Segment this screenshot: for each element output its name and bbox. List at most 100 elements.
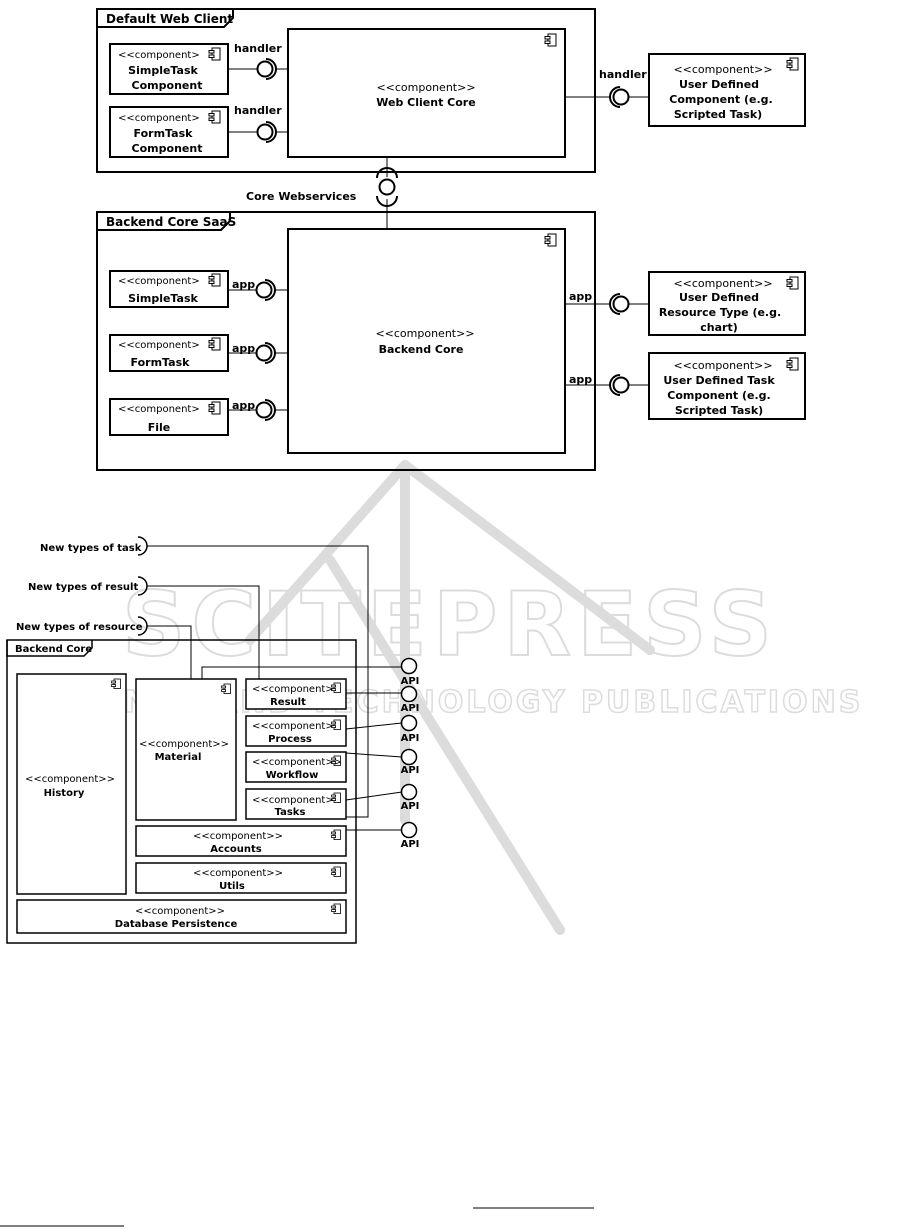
database-persistence-box: <<component>> Database Persistence bbox=[16, 899, 347, 934]
material-label: Material bbox=[155, 752, 202, 763]
user-defined-task-line3: Scripted Task) bbox=[675, 404, 763, 417]
stereotype-label: <<component>> bbox=[139, 739, 229, 750]
stereotype-label: <<component>> bbox=[375, 327, 474, 340]
app-interface-1 bbox=[228, 279, 288, 301]
user-defined-component-line2: Component (e.g. bbox=[669, 93, 772, 106]
web-client-core-label: Web Client Core bbox=[376, 96, 475, 109]
backend-core-saas-frame: Backend Core SaaS bbox=[96, 211, 596, 471]
api-label-1: API bbox=[401, 676, 420, 687]
user-defined-task-box: <<component>> User Defined Task Componen… bbox=[648, 352, 806, 420]
handler-label-1: handler bbox=[234, 42, 282, 55]
stereotype-label: <<component>> bbox=[673, 277, 772, 290]
stereotype-label: <<component> bbox=[118, 340, 200, 351]
default-web-client-frame: Default Web Client bbox=[96, 8, 596, 173]
user-defined-component-line3: Scripted Task) bbox=[674, 108, 762, 121]
app-label-right-2: app bbox=[569, 373, 592, 386]
stereotype-label: <<component>> bbox=[252, 757, 342, 768]
formtask-component-box: <<component> FormTask Component bbox=[109, 106, 229, 158]
accounts-box: <<component>> Accounts bbox=[135, 825, 347, 857]
material-box: <<component>> Material bbox=[135, 678, 237, 821]
api-label-6: API bbox=[401, 839, 420, 850]
utils-box: <<component>> Utils bbox=[135, 862, 347, 894]
process-label: Process bbox=[268, 734, 312, 745]
accounts-label: Accounts bbox=[210, 844, 261, 855]
handler-interface-right bbox=[565, 86, 649, 108]
stereotype-label: <<component> bbox=[252, 684, 334, 695]
user-defined-component-line1: User Defined bbox=[679, 78, 759, 91]
user-defined-resource-line3: chart) bbox=[700, 321, 738, 334]
stereotype-label: <<component> bbox=[118, 50, 200, 61]
stereotype-label: <<component> bbox=[118, 113, 200, 124]
formtask-label: FormTask bbox=[131, 356, 191, 369]
formtask-box: <<component> FormTask bbox=[109, 334, 229, 372]
simpletask-label: SimpleTask bbox=[128, 292, 198, 305]
user-defined-component-box: <<component>> User Defined Component (e.… bbox=[648, 53, 806, 127]
stereotype-label: <<component>> bbox=[25, 774, 115, 785]
backend-core-label: Backend Core bbox=[379, 343, 464, 356]
web-client-core-box: <<component>> Web Client Core bbox=[287, 28, 566, 158]
user-defined-resource-line1: User Defined bbox=[679, 291, 759, 304]
stereotype-label: <<component> bbox=[118, 276, 200, 287]
handler-label-2: handler bbox=[234, 104, 282, 117]
new-types-result-interface bbox=[137, 576, 260, 679]
utils-label: Utils bbox=[219, 881, 245, 892]
formtask-component-line1: FormTask bbox=[134, 127, 194, 140]
history-label: History bbox=[44, 788, 85, 799]
app-label-3: app bbox=[232, 399, 255, 412]
file-label: File bbox=[148, 421, 171, 434]
watermark-main-text: SCITEPRESS bbox=[122, 573, 778, 676]
file-box: <<component> File bbox=[109, 398, 229, 436]
api-label-2: API bbox=[401, 703, 420, 714]
api-label-3: API bbox=[401, 733, 420, 744]
stereotype-label: <<component> bbox=[252, 795, 334, 806]
stereotype-label: <<component> bbox=[252, 721, 334, 732]
backend-core-box: <<component>> Backend Core bbox=[287, 228, 566, 454]
new-types-result-label: New types of result bbox=[28, 582, 138, 593]
tasks-box: <<component> Tasks bbox=[245, 788, 347, 820]
backend-saas-frame-title: Backend Core SaaS bbox=[106, 215, 236, 229]
stereotype-label: <<component>> bbox=[193, 868, 283, 879]
user-defined-resource-box: <<component>> User Defined Resource Type… bbox=[648, 271, 806, 336]
backend-core-frame-title: Backend Core bbox=[15, 644, 92, 655]
stereotype-label: <<component>> bbox=[193, 831, 283, 842]
stereotype-label: <<component> bbox=[118, 404, 200, 415]
handler-interface-2 bbox=[228, 121, 288, 143]
stereotype-label: <<component>> bbox=[376, 81, 475, 94]
stereotype-label: <<component>> bbox=[673, 63, 772, 76]
formtask-component-line2: Component bbox=[132, 142, 203, 155]
new-types-resource-label: New types of resource bbox=[16, 622, 143, 633]
simpletask-component-line2: Component bbox=[132, 79, 203, 92]
stereotype-label: <<component>> bbox=[673, 359, 772, 372]
core-webservices-interface bbox=[376, 157, 398, 229]
stereotype-label: <<component>> bbox=[135, 906, 225, 917]
api-label-5: API bbox=[401, 801, 420, 812]
user-defined-task-line1: User Defined Task bbox=[663, 374, 775, 387]
web-client-frame-title: Default Web Client bbox=[106, 12, 233, 26]
core-webservices-label: Core Webservices bbox=[246, 190, 357, 203]
database-persistence-label: Database Persistence bbox=[115, 919, 238, 930]
result-box: <<component> Result bbox=[245, 678, 347, 710]
app-interface-right-2 bbox=[565, 374, 649, 396]
user-defined-task-line2: Component (e.g. bbox=[667, 389, 770, 402]
simpletask-component-line1: SimpleTask bbox=[128, 64, 198, 77]
simpletask-box: <<component> SimpleTask bbox=[109, 270, 229, 308]
api-label-4: API bbox=[401, 765, 420, 776]
app-interface-right-1 bbox=[565, 293, 649, 315]
simpletask-component-box: <<component> SimpleTask Component bbox=[109, 43, 229, 95]
backend-core-frame: Backend Core bbox=[6, 639, 357, 944]
new-types-task-label: New types of task bbox=[40, 543, 142, 554]
app-interface-2 bbox=[228, 342, 288, 364]
workflow-box: <<component>> Workflow bbox=[245, 751, 347, 783]
app-label-1: app bbox=[232, 278, 255, 291]
handler-label-right: handler bbox=[599, 68, 647, 81]
new-types-resource-interface bbox=[137, 616, 192, 679]
history-box: <<component>> History bbox=[16, 673, 127, 895]
app-label-2: app bbox=[232, 342, 255, 355]
user-defined-resource-line2: Resource Type (e.g. bbox=[659, 306, 781, 319]
process-box: <<component> Process bbox=[245, 715, 347, 747]
handler-interface-1 bbox=[228, 58, 288, 80]
workflow-label: Workflow bbox=[266, 770, 319, 781]
tasks-label: Tasks bbox=[275, 807, 306, 818]
new-types-task-interface bbox=[137, 536, 369, 818]
